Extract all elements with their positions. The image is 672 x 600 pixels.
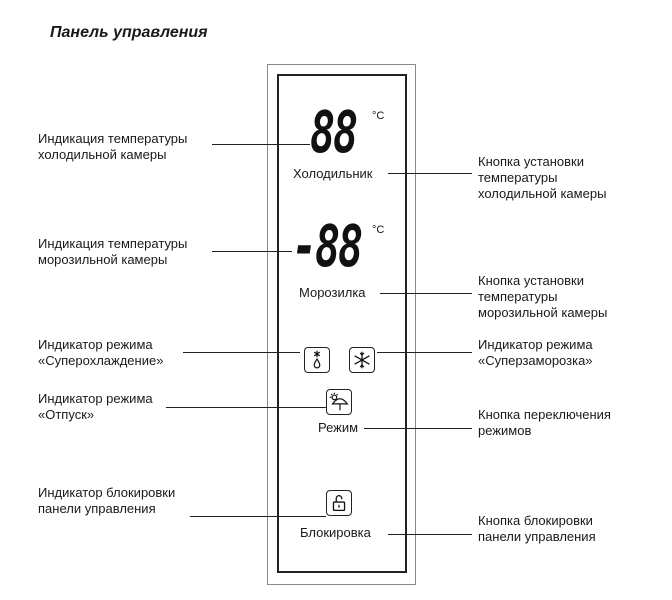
lock-indicator bbox=[326, 490, 352, 516]
panel-outer-frame bbox=[267, 64, 416, 585]
leader-line bbox=[364, 428, 472, 429]
leader-line bbox=[183, 352, 300, 353]
freezer-temp-digits: -88 bbox=[292, 212, 363, 280]
unit-celsius: °C bbox=[372, 224, 385, 236]
leader-line bbox=[380, 293, 472, 294]
snowflake-icon bbox=[354, 351, 370, 369]
label-supercool-indicator: Индикатор режима«Суперохлаждение» bbox=[38, 337, 164, 368]
unlock-icon bbox=[332, 495, 346, 512]
lock-button[interactable]: Блокировка bbox=[300, 525, 371, 540]
leader-line bbox=[166, 407, 326, 408]
leader-line bbox=[377, 352, 472, 353]
diagram-title: Панель управления bbox=[50, 24, 208, 41]
fridge-temp-display: 88 °C bbox=[310, 102, 390, 162]
unit-celsius: °C bbox=[372, 110, 385, 122]
leader-line bbox=[212, 251, 292, 252]
supercool-indicator bbox=[304, 347, 330, 373]
freezer-temp-display: -88 °C bbox=[292, 216, 392, 276]
leader-line bbox=[190, 516, 326, 517]
sun-umbrella-icon bbox=[329, 392, 349, 411]
panel-inner-frame bbox=[277, 74, 407, 573]
fridge-button[interactable]: Холодильник bbox=[293, 166, 373, 181]
label-superfreeze: Индикатор режима«Суперзаморозка» bbox=[478, 337, 593, 368]
label-vacation-indicator: Индикатор режима«Отпуск» bbox=[38, 391, 153, 422]
mode-button[interactable]: Режим bbox=[318, 420, 359, 435]
superfreeze-button[interactable] bbox=[349, 347, 375, 373]
leader-line bbox=[388, 173, 472, 174]
snowflake-drop-icon bbox=[313, 350, 321, 369]
fridge-temp-digits: 88 bbox=[310, 98, 358, 166]
vacation-mode-indicator bbox=[326, 389, 352, 415]
freezer-button[interactable]: Морозилка bbox=[299, 285, 366, 300]
leader-line bbox=[388, 534, 472, 535]
leader-line bbox=[212, 144, 310, 145]
